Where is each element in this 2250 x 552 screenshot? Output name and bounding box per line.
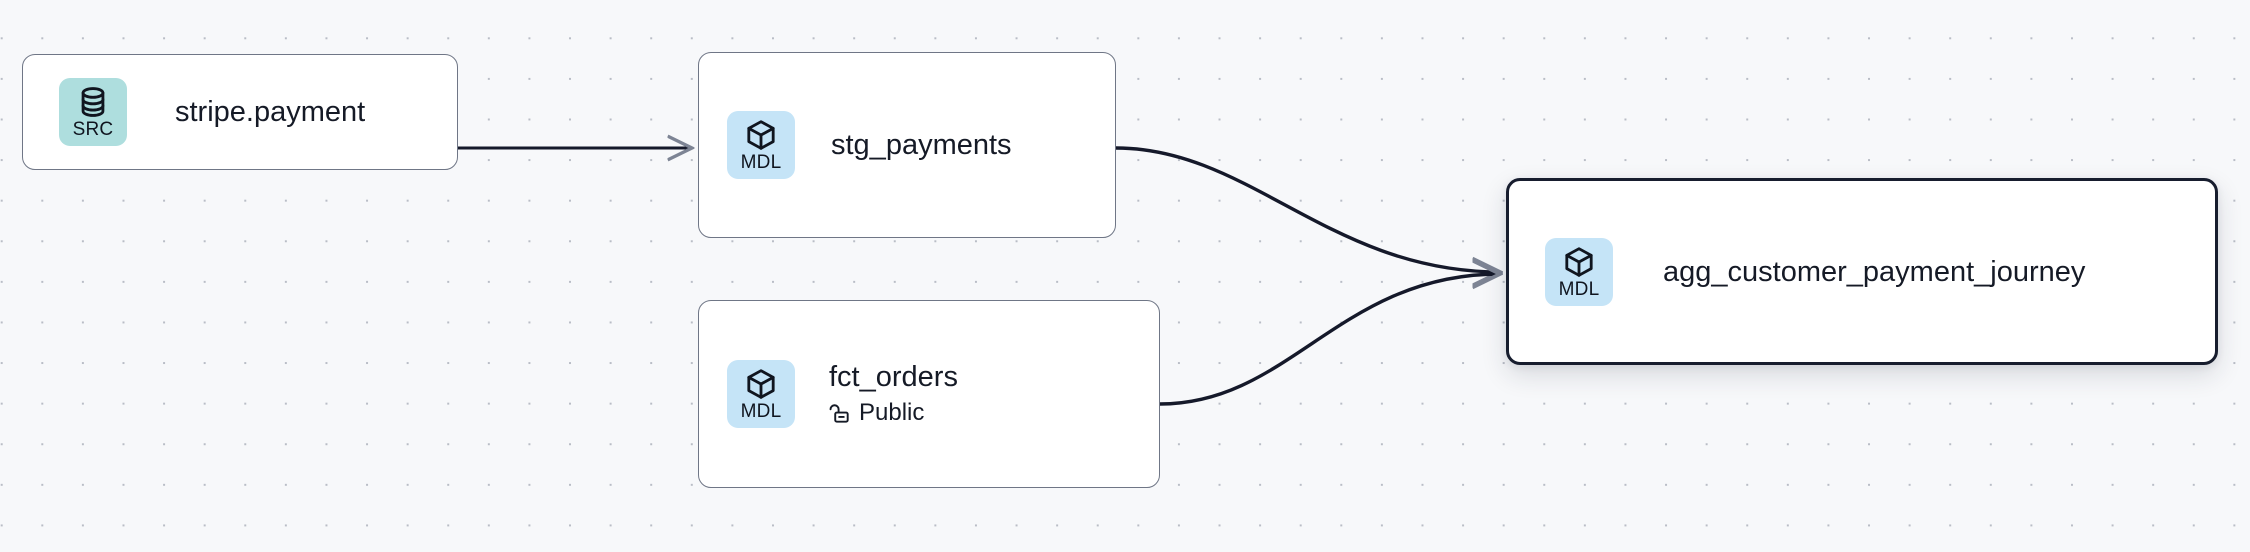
node-visibility: Public: [829, 398, 958, 428]
badge-label: SRC: [72, 119, 114, 140]
node-type-badge-src: SRC: [59, 78, 127, 146]
badge-label: MDL: [1558, 278, 1600, 300]
node-stg-payments[interactable]: MDL stg_payments: [698, 52, 1116, 238]
node-stripe-payment[interactable]: SRC stripe.payment: [22, 54, 458, 170]
unlock-icon: [829, 403, 849, 423]
badge-label: MDL: [740, 401, 782, 422]
badge-label: MDL: [740, 152, 782, 173]
cube-icon: [747, 120, 775, 150]
node-fct-orders[interactable]: MDL fct_orders Public: [698, 300, 1160, 488]
node-body: stripe.payment: [175, 95, 365, 129]
node-type-badge-mdl: MDL: [727, 111, 795, 179]
node-title: stripe.payment: [175, 96, 366, 128]
node-type-badge-mdl: MDL: [727, 360, 795, 428]
database-icon: [81, 87, 105, 117]
edge-fct-to-agg: [1159, 274, 1500, 406]
node-title: fct_orders: [829, 361, 958, 393]
cube-icon: [747, 369, 775, 399]
node-body: agg_customer_payment_journey: [1663, 255, 2085, 289]
cube-icon: [1565, 246, 1593, 277]
edge-stg-to-agg: [1115, 146, 1500, 272]
node-agg-customer-payment-journey[interactable]: MDL agg_customer_payment_journey: [1506, 178, 2218, 365]
node-type-badge-mdl: MDL: [1545, 237, 1613, 306]
node-title: agg_customer_payment_journey: [1663, 255, 2086, 288]
node-title: stg_payments: [831, 129, 1012, 161]
node-body: stg_payments: [831, 128, 1012, 162]
visibility-label: Public: [859, 399, 925, 426]
node-body: fct_orders Public: [829, 360, 958, 428]
